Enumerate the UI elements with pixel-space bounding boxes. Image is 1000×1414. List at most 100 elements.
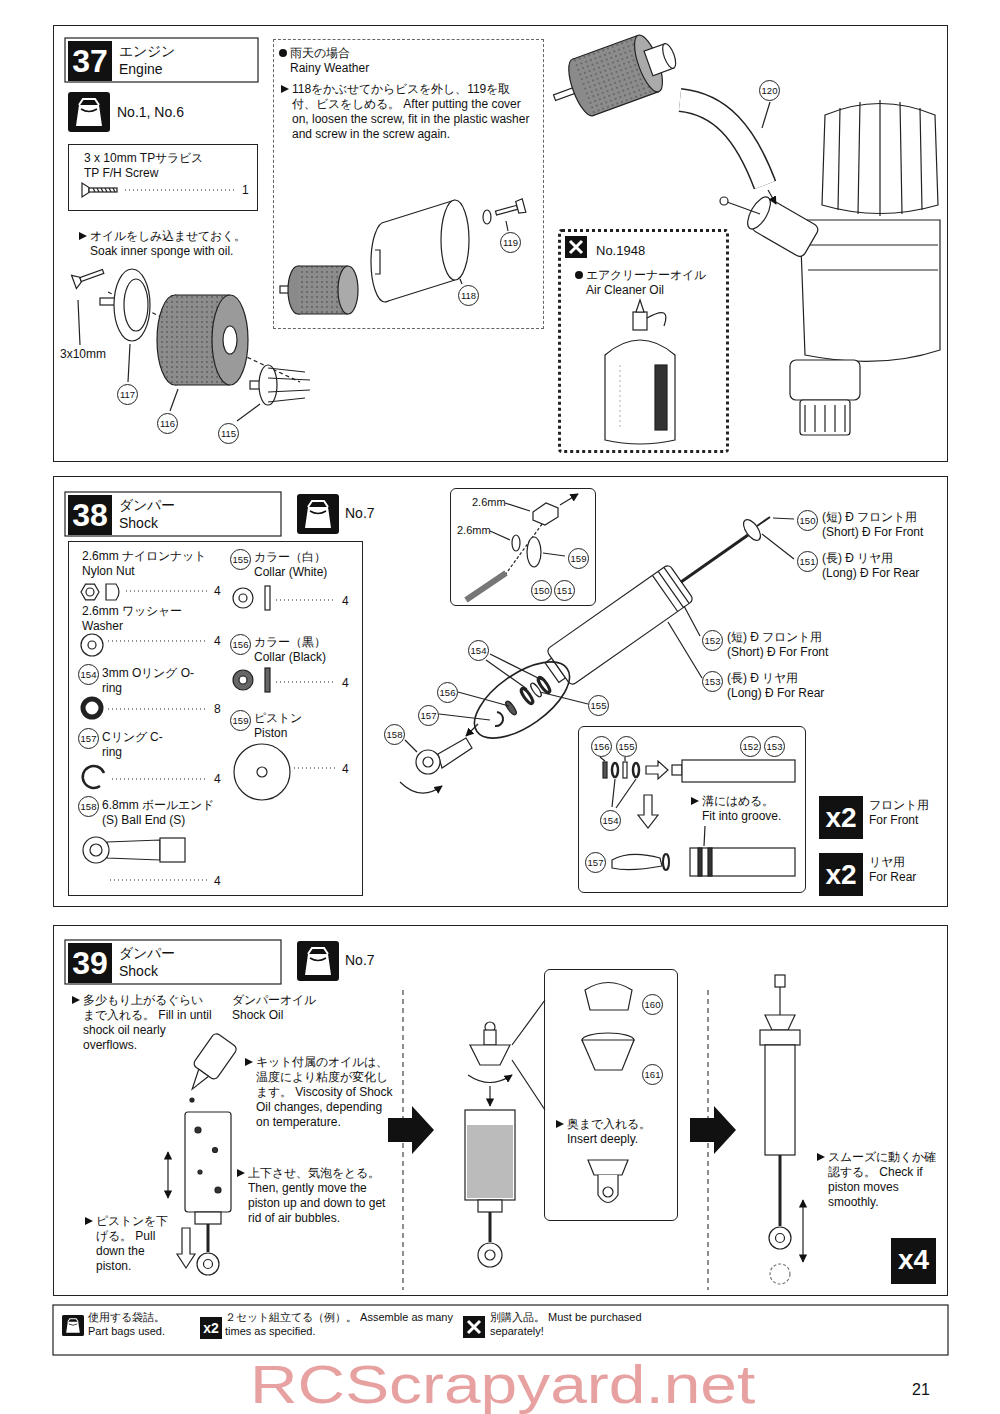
step-arrow — [388, 1106, 434, 1154]
bag-icon — [68, 92, 110, 132]
inset-box: 156155152153154溝にはめる。 Fit into groove.15… — [578, 726, 806, 893]
label-text: 4 — [342, 676, 349, 691]
screw-icon — [125, 189, 236, 190]
shock-capping — [485, 1250, 495, 1260]
shock-check — [770, 1264, 790, 1284]
engine — [800, 220, 940, 361]
shock-capping — [582, 1040, 634, 1070]
air-filter-parts — [212, 295, 248, 385]
step-header — [65, 38, 258, 82]
rainy-cover-parts — [338, 266, 358, 314]
screw-icon — [82, 183, 89, 197]
callout-number: 115 — [218, 423, 239, 444]
parts-icon — [233, 588, 253, 608]
engine — [680, 100, 765, 185]
rainy-cover-parts — [375, 250, 380, 274]
shock-filling — [197, 1253, 219, 1275]
callout-number: 161 — [642, 1064, 663, 1085]
parts-icon — [110, 879, 208, 880]
label-text: No.7 — [345, 505, 375, 523]
screw-icon — [93, 188, 115, 192]
callout-number: 157 — [585, 852, 606, 873]
shock-filling — [185, 1112, 231, 1212]
piston-detail — [533, 503, 558, 525]
shock-capping — [585, 983, 632, 1011]
oil-bottle — [605, 300, 675, 444]
label-text: No.1948 — [596, 243, 686, 259]
legend-text: ２セット組立てる（例）。 Assemble as many times as s… — [225, 1311, 455, 1339]
shock-filling — [190, 1098, 194, 1102]
shock-check — [765, 1015, 795, 1030]
label-text: 4 — [342, 594, 349, 609]
label-text: スムーズに動くか確認する。 Check if piston moves smoo… — [828, 1150, 938, 1210]
callout-number: 158 — [78, 796, 99, 817]
callout-number: 152 — [702, 630, 723, 651]
label-text: 3mm Oリング O-ring — [102, 666, 202, 696]
purchase-icon — [463, 1316, 485, 1338]
parts-box: 2.6mm ナイロンナット Nylon Nut42.6mm ワッシャー Wash… — [68, 541, 363, 896]
parts-icon — [112, 778, 208, 779]
oil-bottle — [636, 300, 644, 312]
callout-number: 120 — [759, 80, 780, 101]
callout-number: 156 — [230, 634, 251, 655]
label-text: No.1, No.6 — [117, 104, 184, 122]
shock-assembly — [504, 700, 518, 717]
shock-check — [779, 987, 780, 1015]
shock-filling — [204, 1260, 213, 1269]
label-text: Cリング C-ring — [102, 730, 172, 760]
step-header — [65, 940, 281, 984]
parts-icon — [88, 641, 96, 649]
callout-number: 119 — [500, 232, 521, 253]
label-text: (短) Ð フロント用 (Short) Ð For Front — [822, 510, 942, 540]
callout-number: 155 — [616, 736, 637, 757]
piston-detail — [505, 520, 545, 575]
screw-icon — [82, 183, 236, 197]
engine — [743, 193, 820, 258]
groove-detail — [663, 854, 669, 870]
label-text: (長) Ð リヤ用 (Long) Ð For Rear — [727, 671, 831, 701]
label-text: 4 — [214, 584, 221, 599]
shock-capping — [468, 1075, 512, 1083]
repeat-count: x4 — [891, 1238, 936, 1281]
groove-detail — [623, 762, 627, 778]
callout-number: 151 — [797, 551, 818, 572]
shock-capping — [470, 1045, 510, 1065]
step-arrow — [388, 1106, 736, 1154]
bag-icon — [297, 941, 339, 981]
label-text: カラー（黒） Collar (Black) — [254, 635, 354, 665]
shock-assembly — [546, 564, 694, 686]
piston-detail — [527, 537, 541, 567]
parts-icon — [233, 670, 253, 690]
callout-number: 152 — [740, 736, 761, 757]
parts-icon — [108, 708, 208, 709]
label-text: ピストンを下げる。 Pull down the piston. — [96, 1214, 176, 1274]
engine — [790, 360, 860, 400]
oil-bottle — [647, 313, 666, 326]
screw-icon — [89, 188, 117, 192]
repeat-box: x4 — [891, 1238, 936, 1284]
label-text: (長) Ð リヤ用 (Long) Ð For Rear — [822, 551, 926, 581]
shock-filling — [195, 1212, 221, 1224]
rainy-cover-parts — [495, 205, 517, 215]
piston-detail — [490, 503, 565, 556]
groove-detail — [698, 848, 702, 876]
shock-check — [760, 975, 803, 1284]
shock-capping — [467, 1125, 513, 1198]
callout-number: 154 — [78, 664, 99, 685]
label-text: 1 — [242, 183, 249, 198]
callout-number: 150 — [531, 580, 552, 601]
parts-icon — [160, 838, 185, 862]
groove-detail — [704, 826, 705, 846]
parts-icon — [90, 844, 102, 856]
step-number: 39 — [68, 943, 112, 983]
parts-icon — [265, 668, 270, 692]
repeat-count: x2 — [819, 853, 863, 896]
shock-filling — [195, 1127, 201, 1133]
groove-detail — [600, 757, 795, 876]
air-filter-parts — [72, 265, 310, 421]
engine — [768, 190, 776, 204]
bag-icon — [62, 92, 339, 1336]
callout-number: 118 — [458, 285, 479, 306]
engine — [680, 100, 765, 185]
label-text: キット付属のオイルは、温度により粘度が変化します。 Viscosity of S… — [256, 1055, 396, 1130]
